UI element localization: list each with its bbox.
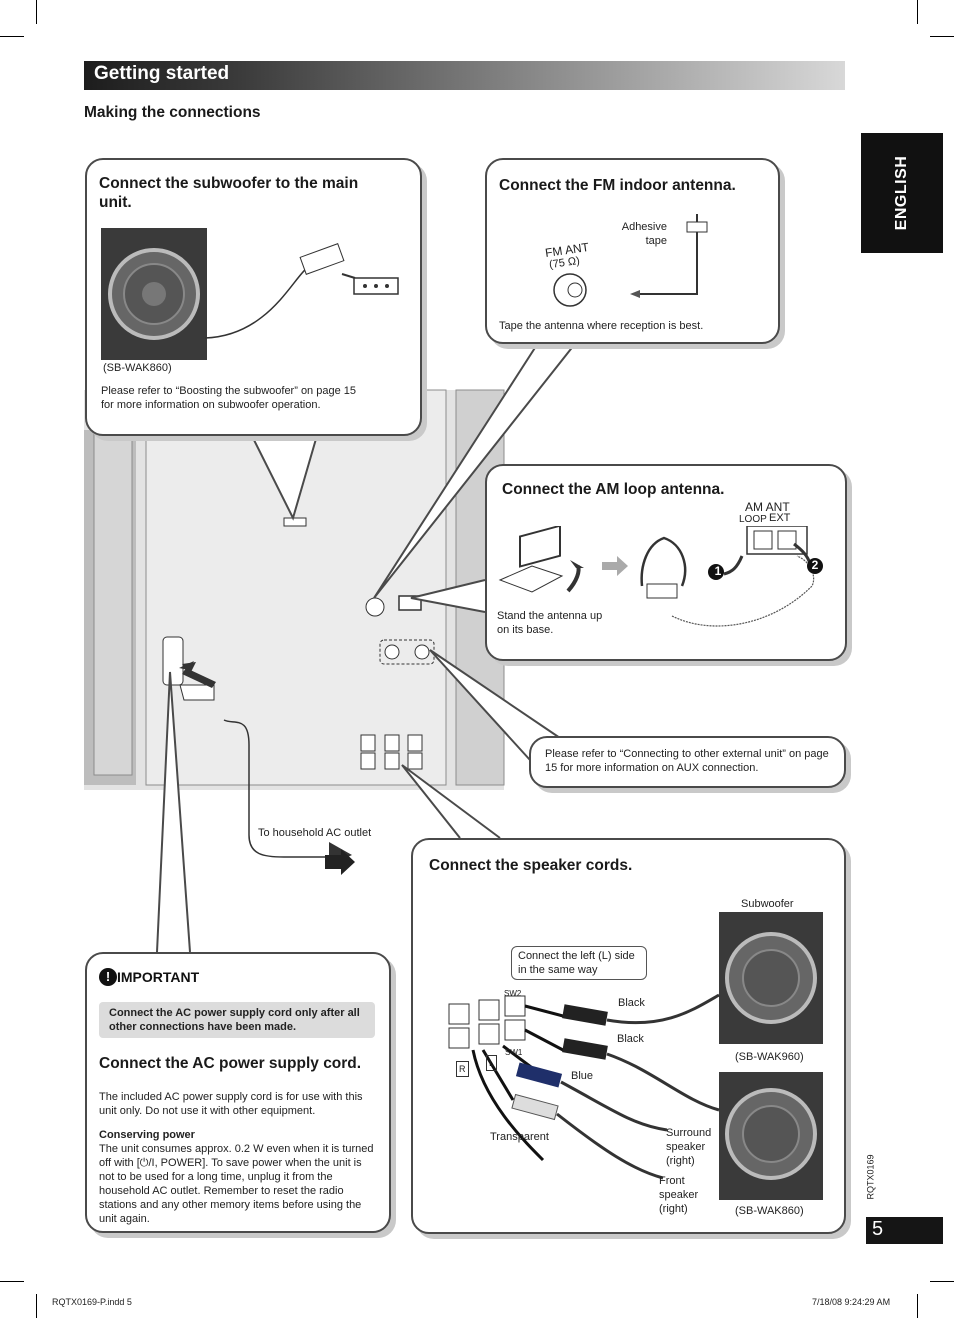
section-header-bar [84,61,845,90]
terminal-l-label: L [486,1055,498,1071]
aux-note: Please refer to “Connecting to other ext… [545,748,829,774]
front-speaker-label: Front speaker (right) [659,1175,699,1215]
left-side-callout: Connect the left (L) side in the same wa… [511,946,647,980]
crop-mark [0,1281,24,1282]
footer-left: RQTX0169-P.indd 5 [52,1297,132,1307]
ac-cord-body: The included AC power supply cord is for… [99,1091,363,1117]
am-ant-label: AM ANT [745,500,790,514]
am-step-2-label: 2 [811,558,819,572]
language-tab: ENGLISH [861,133,943,253]
speaker-cords-bubble: Connect the speaker cords. Subwoofer Con… [411,838,846,1234]
crop-mark [930,36,954,37]
ac-cord-title: Connect the AC power supply cord. [99,1055,362,1072]
fm-note: Tape the antenna where reception is best… [499,320,704,332]
conserving-power-title: Conserving power [99,1129,195,1141]
terminal-sw1-label: SW1 [505,1048,523,1057]
am-antenna-illustration [498,526,823,627]
am-ext-label: EXT [769,512,791,524]
fm-antenna-illustration [553,214,708,307]
fm-bubble-title: Connect the FM indoor antenna. [499,177,736,194]
subwoofer-note: Please refer to “Boosting the subwoofer”… [101,385,356,411]
am-loop-label: LOOP [739,514,767,525]
important-warning: Connect the AC power supply cord only af… [109,1007,360,1033]
subwoofer-cable-illustration [204,243,399,339]
am-antenna-bubble: Connect the AM loop antenna. AM ANT LOOP… [485,464,847,661]
subwoofer-bubble-title: Connect the subwoofer to the main unit. [99,175,359,211]
surround-speaker-label: Surround speaker (right) [666,1127,712,1167]
fm-antenna-bubble: Connect the FM indoor antenna. Adhesive … [485,158,780,344]
page-number: 5 [872,1218,884,1240]
section-subtitle: Making the connections [84,104,261,121]
crop-mark [36,1294,37,1318]
important-icon: ! [99,968,117,986]
power-arrow-icon [182,662,216,688]
crop-mark [0,36,24,37]
important-heading: IMPORTANT [117,969,200,985]
aux-note-bubble: Please refer to “Connecting to other ext… [529,736,846,788]
wire-transparent-label: Transparent [490,1131,549,1143]
subwoofer-connection-bubble: Connect the subwoofer to the main unit. … [85,158,422,436]
subwoofer-illustration [101,228,207,360]
adhesive-tape-label: Adhesive tape [621,221,667,247]
am-note: Stand the antenna up on its base. [497,610,603,636]
page-number-box: 5 [866,1217,943,1244]
footer-right: 7/18/08 9:24:29 AM [812,1297,891,1307]
wire-black-1-label: Black [618,997,645,1009]
section-title: Getting started [94,63,230,84]
ac-outlet-label: To household AC outlet [258,827,372,839]
terminal-sw2-label: SW2 [504,989,522,998]
subwoofer-label: Subwoofer [741,898,794,910]
important-warning-box [99,1002,375,1038]
model-top-label: (SB-WAK960) [735,1051,804,1063]
wire-black-2-label: Black [617,1033,644,1045]
crop-mark [930,1281,954,1282]
terminal-r-label: R [456,1061,469,1077]
crop-mark [917,0,918,24]
ac-outlet-arrow-icon [325,849,355,875]
model-bottom-label: (SB-WAK860) [735,1205,804,1217]
speaker-bubble-title: Connect the speaker cords. [429,857,633,874]
crop-mark [917,1294,918,1318]
am-step-1-label: 1 [714,564,722,578]
speaker-wiring-illustration [448,912,823,1200]
crop-mark [36,0,37,24]
am-bubble-title: Connect the AM loop antenna. [502,481,725,498]
wire-blue-label: Blue [571,1070,594,1082]
conserving-power-body: The unit consumes approx. 0.2 W even whe… [99,1143,374,1225]
important-bubble: ! IMPORTANT Connect the AC power supply … [85,952,391,1233]
document-code: RQTX0169 [865,1154,876,1200]
subwoofer-model-label: (SB-WAK860) [103,362,172,374]
